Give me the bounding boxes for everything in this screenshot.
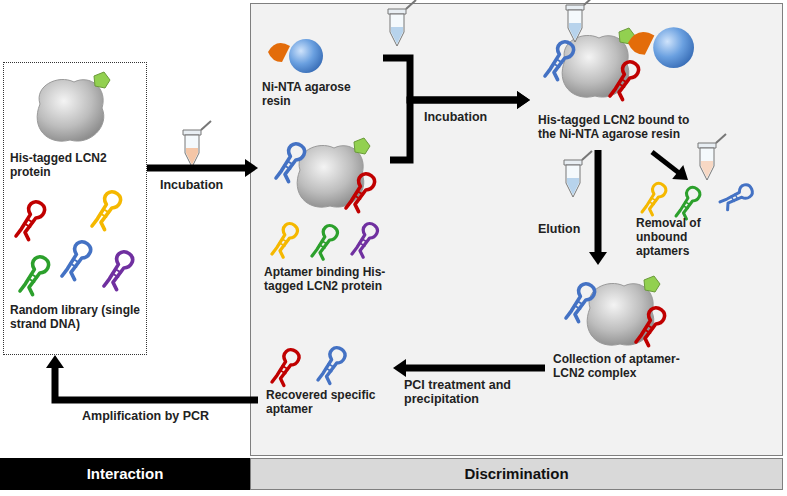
step-label: Elution <box>538 222 592 236</box>
aptamer-icon <box>636 308 665 346</box>
interaction-bar: Interaction <box>0 458 250 490</box>
node-label: His-tagged LCN2 bound to the Ni-NTA agar… <box>538 113 710 141</box>
node-label: His-tagged LCN2 protein <box>10 151 142 179</box>
arrow-line <box>390 100 518 160</box>
stage-box: Recovered specific aptamer <box>258 348 393 420</box>
stage-box: Ni-NTA agarose resin <box>258 30 383 118</box>
tube-icon <box>183 121 211 167</box>
discrimination-panel: Discrimination Ni-NTA agarose resinAptame… <box>250 3 783 490</box>
arrow-line <box>147 165 246 172</box>
stage-box: Aptamer binding His-tagged LCN2 protein <box>258 130 390 312</box>
node-label: Removal of unbound aptamers <box>636 216 736 258</box>
aptamer-icon <box>16 202 45 240</box>
step-label: PCI treatment and precipitation <box>404 378 539 406</box>
arrow-head <box>245 159 258 177</box>
node-label: Random library (single strand DNA) <box>10 303 142 331</box>
aptamer-icon <box>318 348 345 384</box>
aptamer-icon <box>272 350 299 386</box>
aptamer-icon <box>352 224 377 258</box>
aptamer-icon <box>566 284 595 322</box>
arrow-head <box>46 355 64 368</box>
flow-arrow <box>46 355 258 400</box>
aptamer-icon <box>676 187 700 219</box>
arrow-line <box>383 58 518 100</box>
aptamer-icon <box>642 183 666 215</box>
step-label: Incubation <box>160 178 240 192</box>
aptamer-icon <box>62 242 91 280</box>
arrow-line <box>652 152 679 173</box>
step-label: Amplification by PCR <box>82 409 242 423</box>
flow-arrow <box>147 159 258 177</box>
panel-ground <box>251 4 783 456</box>
flow-arrow <box>589 150 607 265</box>
aptamer-icon <box>719 177 755 216</box>
resin-icon <box>268 39 323 73</box>
resin-icon <box>628 27 694 68</box>
aptamer-icon <box>346 174 375 212</box>
band-label: Discrimination <box>250 458 783 490</box>
tube-icon <box>564 151 592 197</box>
aptamer-icon <box>92 192 121 230</box>
arrow-line <box>595 150 602 253</box>
aptamer-icon <box>104 252 133 290</box>
flow-arrow <box>393 359 545 377</box>
node-label: Ni-NTA agarose resin <box>262 80 377 108</box>
arrow-head <box>589 252 607 265</box>
tube-icon <box>698 134 726 180</box>
node-label: Recovered specific aptamer <box>266 388 391 416</box>
flow-arrow <box>652 152 688 180</box>
tube-icon <box>388 0 416 46</box>
arrow-line <box>55 367 258 400</box>
flow-arrow <box>390 91 530 160</box>
node-label: Collection of aptamer-LCN2 complex <box>553 352 708 380</box>
node-label: Aptamer binding His-tagged LCN2 protein <box>264 265 388 293</box>
aptamer-icon <box>272 224 297 258</box>
arrow-line <box>405 365 545 372</box>
step-label: Incubation <box>424 110 504 124</box>
aptamer-icon <box>276 144 305 182</box>
stage-box: Collection of aptamer-LCN2 complex <box>545 265 715 390</box>
aptamer-icon <box>545 42 574 80</box>
aptamer-icon <box>610 62 639 100</box>
aptamer-icon <box>312 226 337 260</box>
stage-box: Removal of unbound aptamers <box>630 180 780 258</box>
stage-box: His-tagged LCN2 bound to the Ni-NTA agar… <box>530 18 780 150</box>
library-box: His-tagged LCN2 proteinRandom library (s… <box>3 62 147 355</box>
arrow-head <box>393 359 406 377</box>
aptamer-icon <box>20 257 49 295</box>
arrow-head <box>517 91 530 109</box>
tube-icon <box>566 0 594 42</box>
protein-icon <box>37 72 110 141</box>
arrow-head <box>517 91 530 109</box>
arrow-head <box>672 165 688 180</box>
band-label: Interaction <box>0 458 250 490</box>
